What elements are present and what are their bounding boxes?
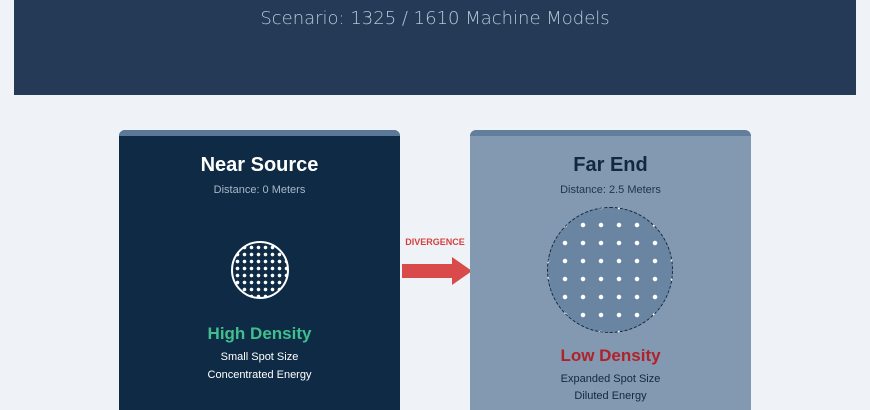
large-beam-spot-icon — [547, 207, 673, 333]
spot-size-label: Expanded Spot Size — [560, 373, 661, 385]
card-title: Near Source — [200, 154, 319, 176]
density-label: Low Density — [560, 346, 661, 365]
energy-label: Concentrated Energy — [207, 369, 312, 381]
density-label: High Density — [207, 324, 312, 343]
spot-size-label: Small Spot Size — [220, 351, 299, 363]
divergence-label: DIVERGENCE — [405, 237, 465, 247]
far-end-card: Far End Distance: 2.5 Meters Low Density… — [470, 130, 751, 410]
header-banner: Scenario: 1325 / 1610 Machine Models — [14, 0, 856, 95]
distance-label: Distance: 2.5 Meters — [560, 184, 661, 196]
near-source-card: Near Source Distance: 0 Meters High Dens… — [119, 130, 400, 410]
card-top-bar — [119, 130, 400, 136]
scenario-subtitle: Scenario: 1325 / 1610 Machine Models — [260, 8, 610, 29]
distance-label: Distance: 0 Meters — [213, 184, 306, 196]
small-beam-spot-icon — [231, 241, 289, 299]
card-title: Far End — [573, 154, 648, 176]
energy-label: Diluted Energy — [574, 390, 647, 402]
divergence-arrow-icon — [402, 257, 472, 285]
card-top-bar — [470, 130, 751, 136]
